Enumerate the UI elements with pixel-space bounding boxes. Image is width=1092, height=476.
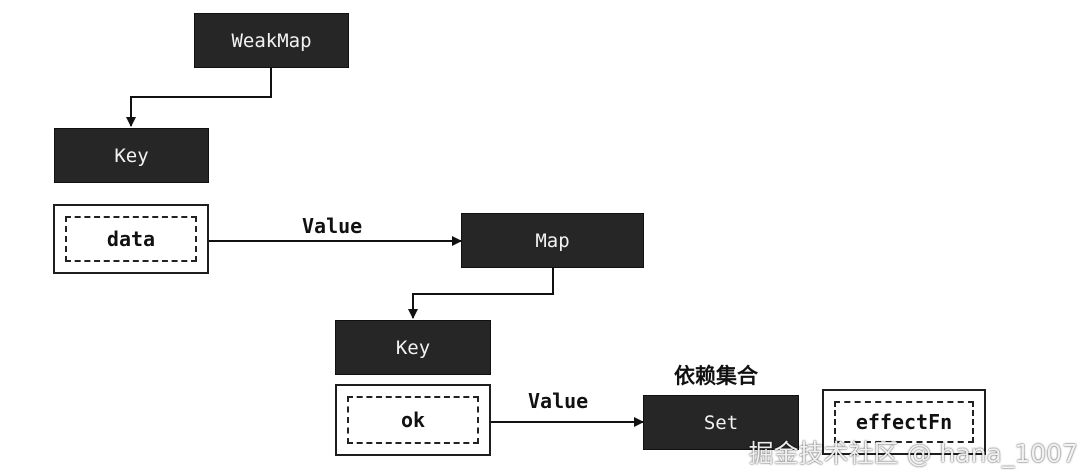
map-to-key-arrow [408, 268, 554, 319]
data-key-label: data [106, 227, 156, 251]
weakmap-label: WeakMap [231, 29, 312, 52]
key-node-level2: Key [335, 320, 491, 375]
dependency-set-title: 依赖集合 [674, 364, 758, 388]
ok-key-inner: ok [347, 396, 479, 444]
effectfn-label: effectFn [855, 410, 953, 434]
data-key-node: data [53, 204, 209, 274]
set-node: Set [643, 395, 799, 450]
ok-key-node: ok [335, 384, 491, 456]
key-node-level1: Key [54, 128, 209, 183]
data-key-inner: data [65, 216, 197, 262]
value-label-2: Value [528, 389, 589, 413]
watermark-text: 掘金技术社区 @ hana_1007 [748, 439, 1078, 468]
value-label-1: Value [302, 214, 363, 238]
ok-key-label: ok [400, 408, 426, 432]
map-node: Map [461, 213, 644, 268]
map-label: Map [535, 229, 570, 252]
effectfn-node: effectFn [822, 389, 986, 455]
key-label-level1: Key [114, 144, 149, 167]
set-label: Set [703, 411, 739, 434]
weakmap-node: WeakMap [194, 13, 349, 68]
weakmap-to-key-arrow [126, 68, 272, 127]
key-label-level2: Key [395, 336, 431, 359]
effectfn-inner: effectFn [834, 401, 974, 443]
